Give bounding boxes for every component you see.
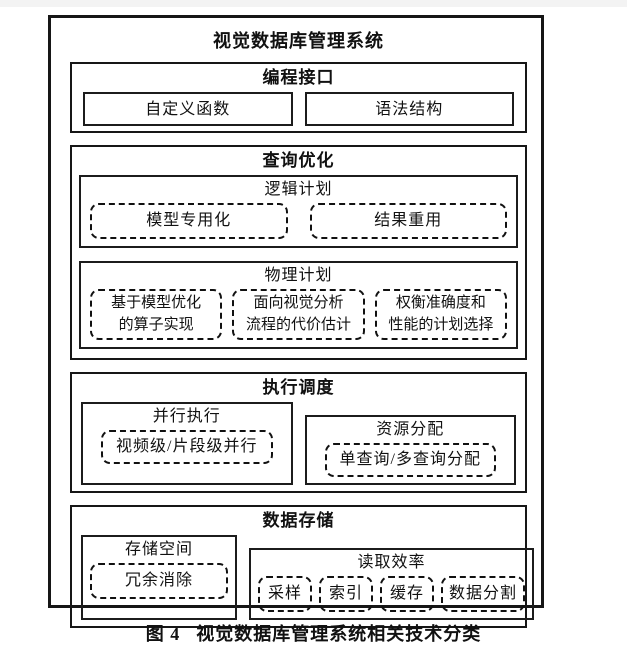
subsection-read-efficiency: 读取效率 采样 索引 缓存 数据分割: [249, 548, 535, 620]
diagram-title: 视觉数据库管理系统: [213, 31, 384, 51]
vdbms-diagram-frame: 视觉数据库管理系统 编程接口 自定义函数 语法结构 查询优化 逻辑计划 模型专用…: [48, 15, 544, 628]
leaf-model-optimized-operator-line1: 基于模型优化: [111, 295, 202, 311]
leaf-model-specialization: 模型专用化: [90, 203, 288, 239]
subsection-logical-plan: 逻辑计划 模型专用化 结果重用: [79, 175, 518, 248]
leaf-visual-pipeline-cost-estimation-line1: 面向视觉分析: [253, 295, 344, 311]
leaf-model-optimized-operator: 基于模型优化 的算子实现: [90, 289, 223, 340]
section-data-storage: 数据存储 存储空间 冗余消除 读取效率 采样 索引 缓存 数据分割: [70, 505, 535, 628]
subsection-resource-allocation-title: 资源分配: [376, 421, 445, 438]
leaf-video-segment-level-parallelism: 视频级/片段级并行: [101, 430, 273, 464]
execution-scheduling-row: 并行执行 视频级/片段级并行 资源分配 单查询/多查询分配: [81, 402, 516, 485]
physical-plan-row: 基于模型优化 的算子实现 面向视觉分析 流程的代价估计 权衡准确度和 性能的计划…: [90, 289, 507, 340]
subsection-logical-plan-title: 逻辑计划: [264, 181, 333, 198]
leaf-accuracy-performance-tradeoff-line1: 权衡准确度和: [395, 295, 486, 311]
leaf-visual-pipeline-cost-estimation-line2: 流程的代价估计: [245, 317, 351, 333]
subsection-read-efficiency-title: 读取效率: [357, 554, 426, 571]
leaf-single-multi-query-allocation: 单查询/多查询分配: [324, 443, 496, 477]
subsection-physical-plan: 物理计划 基于模型优化 的算子实现 面向视觉分析 流程的代价估计 权衡准确度和 …: [79, 261, 518, 349]
leaf-sampling: 采样: [258, 576, 313, 612]
programming-interface-row: 自定义函数 语法结构: [83, 92, 514, 126]
section-query-optimization-title: 查询优化: [262, 151, 335, 170]
leaf-result-reuse: 结果重用: [309, 203, 507, 239]
leaf-model-optimized-operator-line2: 的算子实现: [118, 317, 194, 333]
read-efficiency-row: 采样 索引 缓存 数据分割: [258, 576, 526, 612]
section-data-storage-title: 数据存储: [262, 511, 335, 530]
leaf-accuracy-performance-tradeoff: 权衡准确度和 性能的计划选择: [374, 289, 507, 340]
leaf-accuracy-performance-tradeoff-line2: 性能的计划选择: [388, 317, 494, 333]
figure-caption: 图 4 视觉数据库管理系统相关技术分类: [0, 620, 627, 646]
figure-caption-label: 图 4: [145, 624, 181, 644]
section-query-optimization: 查询优化 逻辑计划 模型专用化 结果重用 物理计划 基于模型优化 的算子实现 面…: [70, 145, 527, 360]
subsection-resource-allocation: 资源分配 单查询/多查询分配: [304, 415, 516, 485]
subsection-storage-space-title: 存储空间: [124, 541, 193, 558]
figure-caption-text: 视觉数据库管理系统相关技术分类: [196, 624, 482, 644]
data-storage-row: 存储空间 冗余消除 读取效率 采样 索引 缓存 数据分割: [81, 535, 535, 620]
subsection-parallel-execution-title: 并行执行: [152, 408, 221, 425]
section-programming-interface: 编程接口 自定义函数 语法结构: [70, 62, 527, 133]
leaf-caching: 缓存: [380, 576, 435, 612]
leaf-syntax-structure: 语法结构: [304, 92, 514, 126]
page-top-edge: [0, 0, 627, 7]
leaf-redundancy-elimination: 冗余消除: [90, 563, 228, 599]
leaf-indexing: 索引: [319, 576, 374, 612]
section-execution-scheduling-title: 执行调度: [262, 378, 335, 397]
subsection-physical-plan-title: 物理计划: [264, 267, 333, 284]
logical-plan-row: 模型专用化 结果重用: [90, 203, 507, 239]
leaf-visual-pipeline-cost-estimation: 面向视觉分析 流程的代价估计: [232, 289, 365, 340]
section-execution-scheduling: 执行调度 并行执行 视频级/片段级并行 资源分配 单查询/多查询分配: [70, 372, 527, 493]
section-programming-interface-title: 编程接口: [262, 68, 335, 87]
subsection-parallel-execution: 并行执行 视频级/片段级并行: [81, 402, 293, 485]
leaf-data-partitioning: 数据分割: [441, 576, 526, 612]
subsection-storage-space: 存储空间 冗余消除: [81, 535, 237, 620]
leaf-custom-functions: 自定义函数: [83, 92, 293, 126]
